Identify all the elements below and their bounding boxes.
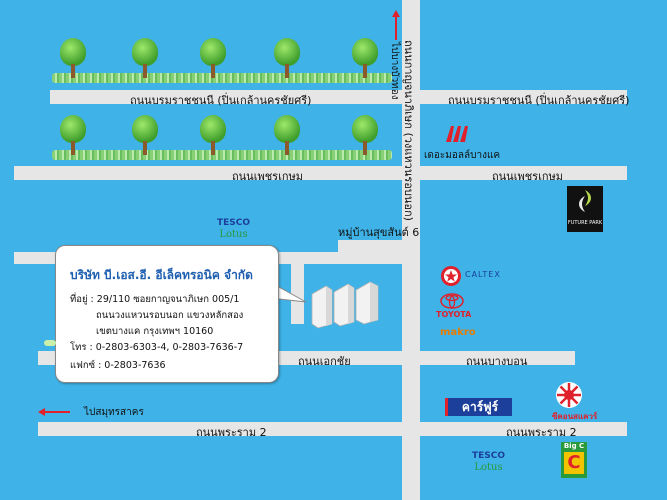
- company-info-callout: บริษัท บี.เอส.อี. อีเล็คทรอนิค จำกัด ที่…: [55, 245, 279, 383]
- road-phetkasem-left: [14, 166, 402, 180]
- north-arrowhead-icon: [392, 10, 400, 17]
- future-park-label: FUTURE PARK: [567, 220, 603, 226]
- the-mall-label: เดอะมอลล์บางแค: [424, 150, 501, 161]
- tesco-lotus-logo-bottom: TESCO Lotus: [472, 451, 505, 473]
- road-label-rama2-left: ถนนพระราม 2: [196, 426, 267, 439]
- road-soi-vertical: [291, 252, 304, 324]
- lotus-label: Lotus: [219, 229, 248, 240]
- bigc-c-icon: C: [564, 452, 584, 474]
- bigc-label: Big C: [563, 442, 585, 450]
- toyota-emblem-icon: [440, 293, 464, 309]
- company-address-line3: เขตบางแค กรุงเทพฯ 10160: [96, 326, 214, 337]
- future-park-logo: FUTURE PARK: [567, 186, 603, 232]
- tree-icon: [58, 38, 88, 78]
- road-label-kanchanaphisek: ถนนกาญจนาภิเษก (วงแหวนรอบนอก): [402, 40, 415, 221]
- company-phone: โทร : 0-2803-6303-4, 0-2803-7636-7: [70, 342, 244, 353]
- tesco-label: TESCO: [472, 451, 506, 461]
- lotus-label: Lotus: [474, 462, 503, 473]
- company-fax: แฟกซ์ : 0-2803-7636: [70, 360, 166, 371]
- road-label-rama2-right: ถนนพระราม 2: [506, 426, 577, 439]
- road-rama2-right: [420, 422, 627, 436]
- bigc-logo: Big C C: [561, 442, 587, 478]
- direction-west-label: ไปสมุทรสาคร: [84, 407, 144, 418]
- road-phetkasem-right: [420, 166, 627, 180]
- tree-icon: [272, 38, 302, 78]
- grass-strip-middle: [52, 150, 392, 160]
- company-name: บริษัท บี.เอส.อี. อีเล็คทรอนิค จำกัด: [70, 268, 253, 282]
- west-arrow-icon: [44, 411, 70, 413]
- road-label-top-right: ถนนบรมราชชนนี (ปิ่นเกล้านครชัยศรี): [448, 94, 630, 107]
- road-boromratchachonnani-left: [50, 90, 402, 104]
- grass-patch: [44, 340, 56, 346]
- seacon-label: ซีคอนสแควร์: [552, 412, 598, 421]
- makro-label: makro: [440, 327, 476, 338]
- company-address-line1: ที่อยู่ : 29/110 ซอยกาญจนาภิเษก 005/1: [70, 294, 240, 305]
- tree-icon: [198, 38, 228, 78]
- road-label-middle-right: ถนนเพชรเกษม: [492, 170, 564, 183]
- tree-icon: [130, 115, 160, 155]
- tree-icon: [130, 38, 160, 78]
- north-arrow-icon: [395, 14, 397, 40]
- road-label-bangbon: ถนนบางบอน: [466, 355, 528, 368]
- road-rama2-left: [38, 422, 402, 436]
- road-label-ekkachai: ถนนเอกชัย: [298, 355, 351, 368]
- carrefour-label: คาร์ฟูร์: [461, 400, 499, 414]
- village-label: หมู่บ้านสุขสันต์ 6: [338, 226, 420, 239]
- road-label-middle-left: ถนนเพชรเกษม: [232, 170, 304, 183]
- caltex-star-icon: [441, 266, 461, 286]
- west-arrowhead-icon: [38, 408, 45, 416]
- the-mall-logo-icon: [444, 122, 470, 146]
- tree-icon: [58, 115, 88, 155]
- road-label-top-left: ถนนบรมราชชนนี (ปิ่นเกล้านครชัยศรี): [130, 94, 312, 107]
- road-boromratchachonnani-right: [420, 90, 627, 104]
- grass-strip-top: [52, 73, 392, 83]
- road-kanchanaphisek: [402, 0, 420, 500]
- road-bangbon: [420, 351, 575, 365]
- company-address-line2: ถนนวงแหวนรอบนอก แขวงหลักสอง: [96, 310, 244, 321]
- road-soi-short: [338, 240, 402, 252]
- tesco-lotus-logo-top: TESCO Lotus: [217, 218, 250, 240]
- carrefour-logo: คาร์ฟูร์: [445, 398, 512, 416]
- seacon-sun-icon: [556, 382, 582, 408]
- direction-north-label: ไปบางบัวทอง: [389, 42, 400, 100]
- tree-icon: [198, 115, 228, 155]
- future-park-leaf-icon: [579, 190, 591, 212]
- tree-icon: [272, 115, 302, 155]
- toyota-label: TOYOTA: [436, 310, 472, 319]
- tesco-label: TESCO: [217, 218, 251, 228]
- company-building-icon: [311, 281, 379, 329]
- caltex-label: CALTEX: [465, 270, 501, 279]
- tree-icon: [350, 115, 380, 155]
- tree-icon: [350, 38, 380, 78]
